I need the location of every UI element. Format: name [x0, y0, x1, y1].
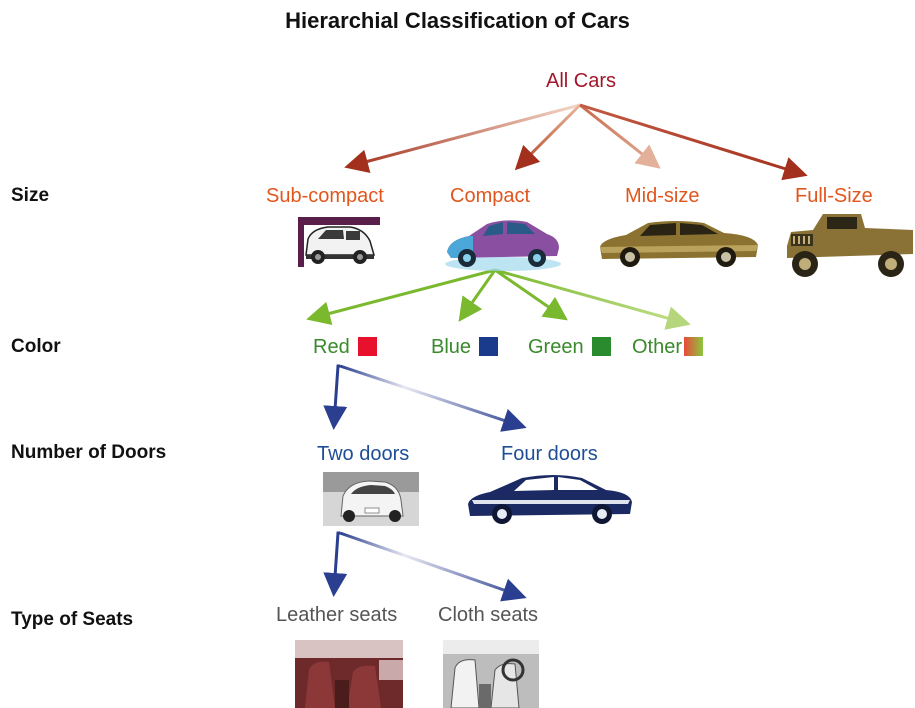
node-compact: Compact [450, 185, 531, 207]
green-swatch [591, 337, 611, 356]
arrow-compact-green [494, 268, 568, 321]
arrow-compact-other [494, 268, 691, 330]
arrow-root-midsize [579, 103, 661, 169]
diagram-title: Hierarchial Classification of Cars [285, 8, 630, 33]
node-color-green: Green [528, 336, 611, 359]
color-label-blue: Blue [431, 336, 472, 358]
blue-swatch [479, 337, 499, 356]
color-label-green: Green [528, 336, 584, 358]
midsize-car-image [600, 221, 758, 267]
two-door-car-image [323, 472, 419, 526]
node-midsize: Mid-size [625, 185, 700, 207]
subcompact-car-image [298, 217, 380, 267]
cloth-seats-image [443, 640, 539, 708]
compact-car-image [445, 220, 561, 271]
node-color-blue: Blue [431, 336, 499, 359]
color-label-red: Red [313, 336, 350, 358]
node-two-doors: Two doors [317, 443, 410, 465]
four-door-car-image [468, 475, 632, 524]
other-swatch [684, 337, 704, 356]
arrow-compact-red [306, 268, 496, 326]
arrow-root-compact [514, 103, 582, 171]
level-label-color: Color [11, 336, 61, 357]
node-leather-seats: Leather seats [276, 604, 398, 626]
arrow-twodoors-leather [323, 531, 348, 597]
level-label-seats: Type of Seats [11, 609, 134, 630]
node-fullsize: Full-Size [795, 185, 873, 207]
fullsize-car-image [787, 214, 913, 277]
node-color-red: Red [313, 336, 377, 359]
color-label-other: Other [632, 336, 683, 358]
arrow-root-subcompact [344, 103, 581, 173]
arrow-root-fullsize [579, 103, 808, 181]
arrow-twodoors-cloth [339, 531, 527, 602]
arrow-red-fourdoors [339, 364, 527, 432]
arrow-red-twodoors [323, 364, 348, 430]
node-color-other: Other [632, 336, 704, 359]
node-all-cars: All Cars [546, 70, 617, 92]
leather-seats-image [295, 640, 403, 708]
node-subcompact: Sub-compact [266, 185, 384, 207]
level-label-size: Size [11, 185, 50, 206]
level-label-doors: Number of Doors [11, 442, 167, 463]
red-swatch [357, 337, 377, 356]
node-cloth-seats: Cloth seats [438, 604, 539, 626]
node-four-doors: Four doors [501, 443, 598, 465]
arrow-compact-blue [458, 269, 497, 322]
